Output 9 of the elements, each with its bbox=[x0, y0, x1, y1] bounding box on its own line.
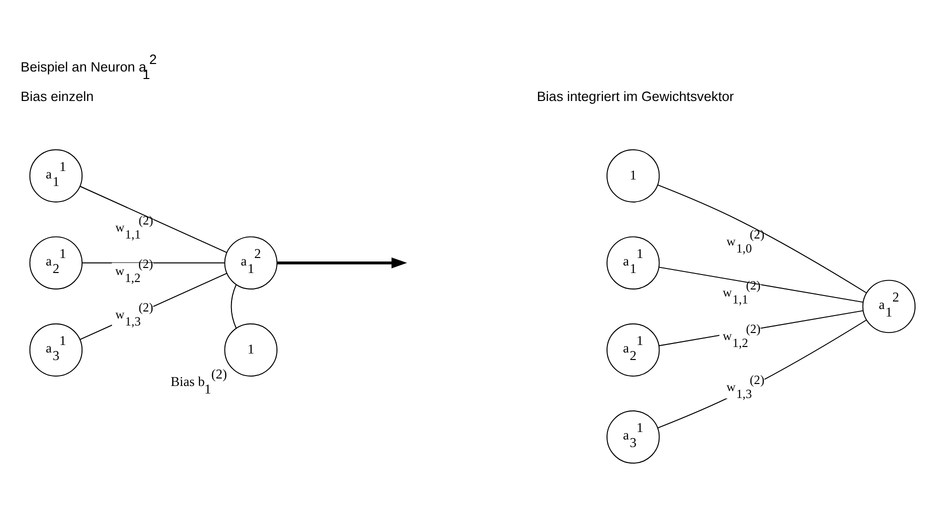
connector bbox=[658, 266, 864, 303]
connector bbox=[82, 262, 226, 264]
connector bbox=[80, 186, 228, 253]
node-circle: 1 bbox=[606, 149, 660, 202]
connector bbox=[230, 284, 237, 329]
label: Bias integriert im Gewichtsvektor bbox=[536, 89, 734, 104]
connector bbox=[657, 184, 867, 294]
arrow bbox=[277, 258, 408, 268]
label: Bias einzeln bbox=[20, 89, 94, 104]
